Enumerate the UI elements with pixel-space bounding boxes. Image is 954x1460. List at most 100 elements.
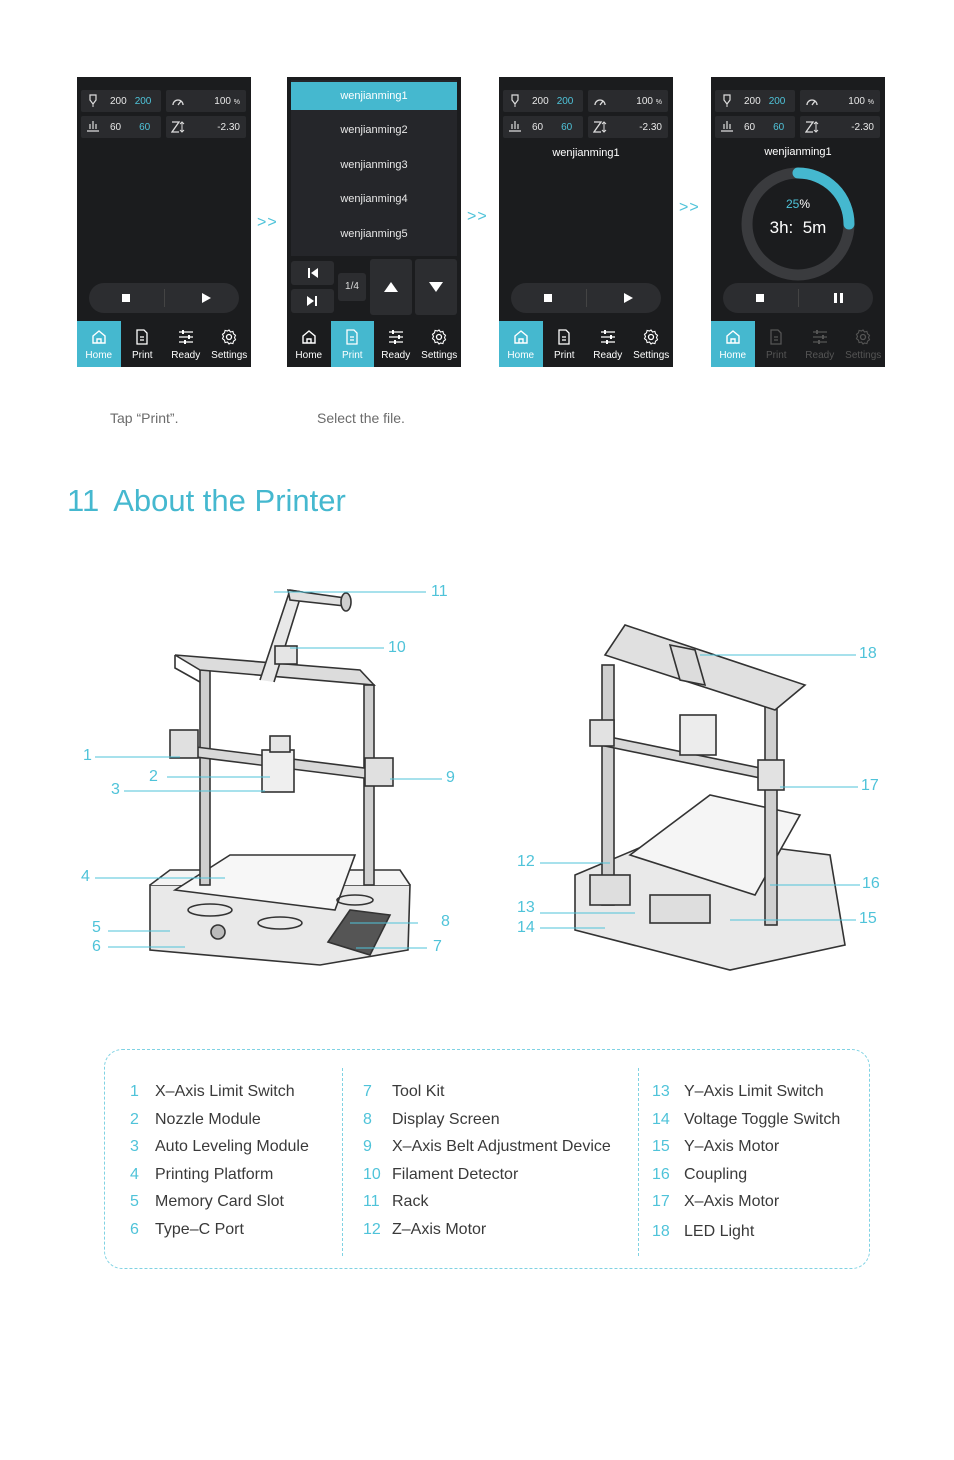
scroll-up-button[interactable] (370, 259, 412, 315)
last-page-button[interactable] (291, 289, 334, 313)
tab-settings[interactable]: Settings (630, 321, 674, 367)
tab-home[interactable]: Home (77, 321, 121, 367)
tab-print-label: Print (553, 350, 575, 361)
speed-stat[interactable]: 100 % (800, 90, 880, 112)
file-item[interactable]: wenjianming4 (340, 193, 408, 205)
z-offset[interactable]: -2.30 (166, 116, 246, 138)
bed-temp[interactable]: 60 60 (503, 116, 583, 138)
legend-number: 18 (652, 1223, 670, 1240)
callout-6: 6 (92, 938, 101, 955)
tab-print-label: Print (765, 350, 787, 361)
play-icon[interactable] (624, 293, 633, 303)
bed-icon (86, 120, 104, 134)
speed-stat[interactable]: 100 % (588, 90, 668, 112)
legend-number: 5 (130, 1193, 139, 1210)
tab-ready[interactable]: Ready (374, 321, 418, 367)
legend-number: 8 (363, 1111, 372, 1128)
print-control-bar (723, 283, 873, 313)
legend-label: Voltage Toggle Switch (684, 1111, 841, 1128)
screen-file-list: wenjianming1 wenjianming2 wenjianming3 w… (287, 77, 461, 367)
section-number: 11 (67, 483, 100, 518)
speedometer-icon (805, 94, 823, 108)
file-item[interactable]: wenjianming3 (340, 159, 408, 171)
legend-number: 3 (130, 1138, 139, 1155)
tab-print[interactable]: Print (543, 321, 587, 367)
sliders-icon (388, 329, 404, 345)
screen-printing: 200 200 100 % 60 60 -2.30 wenjianming1 2… (711, 77, 885, 367)
tab-settings[interactable]: Settings (418, 321, 462, 367)
nozzle-current: 200 (744, 95, 761, 107)
legend-label: X–Axis Belt Adjustment Device (392, 1138, 611, 1155)
bed-target: 60 (773, 121, 785, 133)
arrow-up-icon (384, 282, 398, 292)
skip-forward-icon (307, 296, 317, 306)
nozzle-temp[interactable]: 200 200 (81, 90, 161, 112)
tab-ready-label: Ready (593, 350, 623, 361)
nozzle-temp[interactable]: 200 200 (715, 90, 795, 112)
scroll-down-button[interactable] (415, 259, 457, 315)
callout-1: 1 (83, 747, 92, 764)
section-title: About the Printer (113, 483, 346, 518)
file-item[interactable]: wenjianming5 (340, 228, 408, 240)
bed-target: 60 (139, 121, 151, 133)
home-icon (513, 329, 529, 345)
z-offset[interactable]: -2.30 (588, 116, 668, 138)
step-arrow: >> (257, 214, 278, 231)
gear-icon (221, 329, 237, 345)
z-offset-icon (593, 120, 611, 134)
stop-icon[interactable] (544, 294, 552, 302)
sliders-icon (600, 329, 616, 345)
legend-number: 4 (130, 1166, 139, 1183)
tab-print[interactable]: Print (121, 321, 165, 367)
z-offset[interactable]: -2.30 (800, 116, 880, 138)
callout-11: 11 (431, 583, 448, 600)
current-file-name: wenjianming1 (552, 147, 620, 159)
section-heading: 11 About the Printer (67, 483, 360, 519)
bed-current: 60 (744, 121, 756, 133)
legend-label: Z–Axis Motor (392, 1221, 487, 1238)
nozzle-temp[interactable]: 200 200 (503, 90, 583, 112)
tab-print-label: Print (341, 350, 363, 361)
tab-settings[interactable]: Settings (208, 321, 252, 367)
legend-number: 15 (652, 1138, 670, 1155)
pause-icon[interactable] (834, 293, 844, 303)
nozzle-current: 200 (110, 95, 127, 107)
callout-18: 18 (859, 645, 877, 662)
tab-home[interactable]: Home (287, 321, 331, 367)
current-file-name: wenjianming1 (764, 146, 832, 158)
tab-print[interactable]: Print (330, 321, 374, 367)
gear-icon (431, 329, 447, 345)
stop-icon[interactable] (756, 294, 764, 302)
callout-15: 15 (859, 910, 877, 927)
tab-print: Print (755, 321, 799, 367)
speedometer-icon (593, 94, 611, 108)
tab-home[interactable]: Home (711, 321, 755, 367)
tab-ready[interactable]: Ready (164, 321, 208, 367)
legend-number: 1 (130, 1083, 139, 1100)
callout-16: 16 (862, 875, 880, 892)
sliders-icon (178, 329, 194, 345)
legend-number: 12 (363, 1221, 381, 1238)
first-page-button[interactable] (291, 261, 334, 285)
file-item[interactable]: wenjianming2 (340, 124, 408, 136)
legend-number: 9 (363, 1138, 372, 1155)
home-icon (91, 329, 107, 345)
tab-home[interactable]: Home (499, 321, 543, 367)
speed-stat[interactable]: 100 % (166, 90, 246, 112)
home-icon (725, 329, 741, 345)
sliders-icon (812, 329, 828, 345)
stop-icon[interactable] (122, 294, 130, 302)
caption-step-1: Tap “Print”. (110, 410, 179, 426)
progress-ring (741, 167, 855, 281)
progress-arc (792, 167, 855, 230)
file-item[interactable]: wenjianming1 (291, 82, 457, 110)
file-icon (556, 329, 572, 345)
speed-unit: % (867, 98, 874, 106)
progress-percent: 25% (711, 197, 885, 211)
bed-temp[interactable]: 60 60 (81, 116, 161, 138)
tab-ready[interactable]: Ready (586, 321, 630, 367)
nozzle-target: 200 (768, 95, 786, 107)
bed-temp[interactable]: 60 60 (715, 116, 795, 138)
play-icon[interactable] (202, 293, 211, 303)
progress-unit: % (799, 197, 811, 211)
